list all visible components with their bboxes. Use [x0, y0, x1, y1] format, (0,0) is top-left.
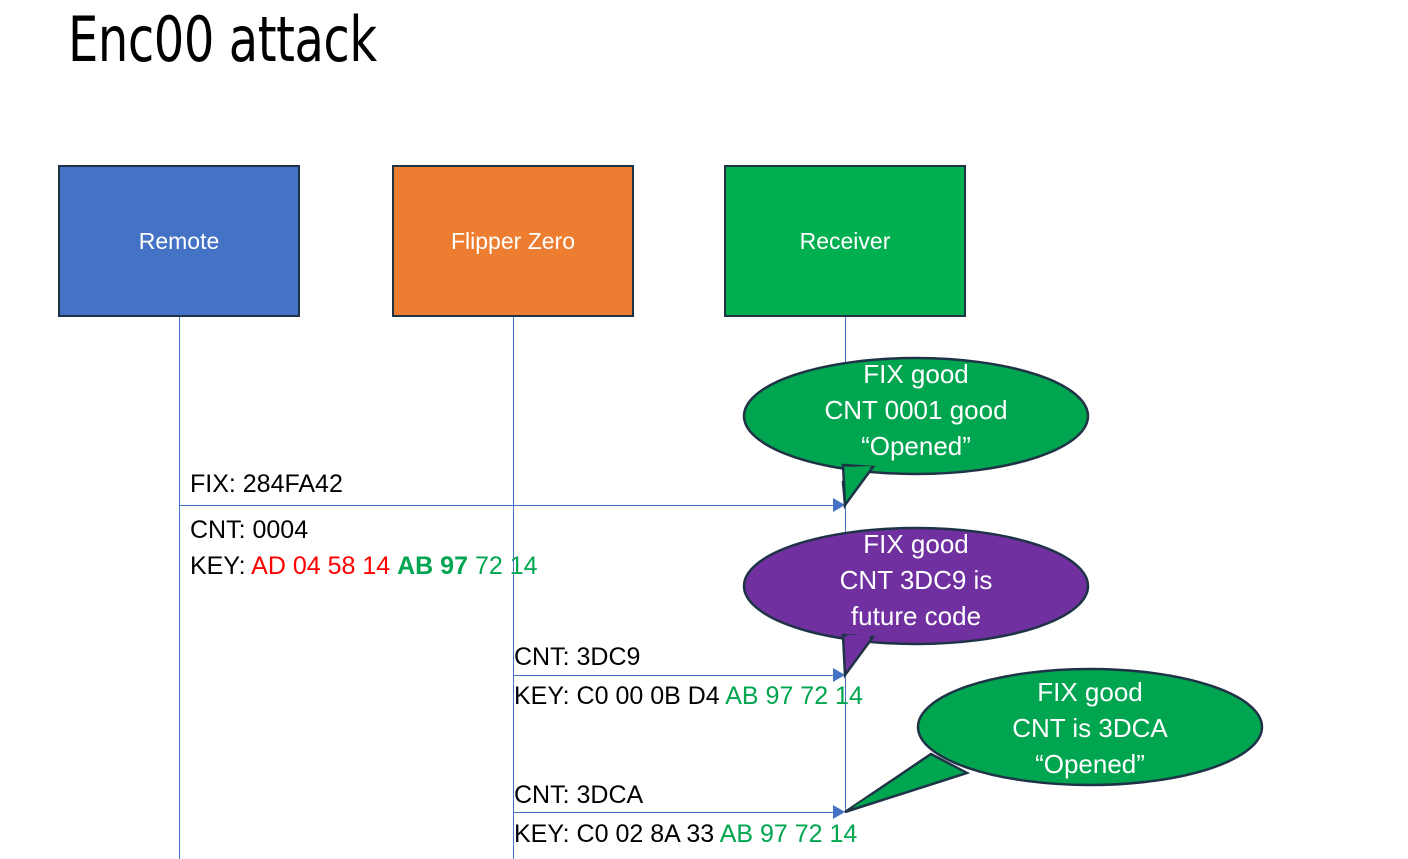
- note-flipper-key-1: KEY: C0 00 0B D4 AB 97 72 14: [514, 679, 863, 713]
- actor-box-remote[interactable]: Remote: [58, 165, 300, 317]
- callout-fix-good-3dca: FIX good CNT is 3DCA “Opened”: [844, 655, 1265, 815]
- note-flipper-key-1-prefix: KEY: C0 00 0B D4: [514, 682, 726, 710]
- note-remote-fix-text: FIX: 284FA42: [190, 470, 343, 498]
- note-remote-fix: FIX: 284FA42: [190, 467, 343, 501]
- note-flipper-cnt-2: CNT: 3DCA: [514, 778, 643, 812]
- note-flipper-cnt-2-text: CNT: 3DCA: [514, 781, 644, 809]
- note-remote-cnt-text: CNT: 0004: [190, 516, 309, 544]
- note-key-space-2: [468, 552, 475, 580]
- note-remote-key-prefix: KEY:: [190, 552, 252, 580]
- note-flipper-key-2: KEY: C0 02 8A 33 AB 97 72 14: [514, 817, 857, 851]
- note-flipper-key-2-green: AB 97 72 14: [719, 820, 858, 848]
- note-remote-key-red: AD 04 58 14: [251, 552, 391, 580]
- actor-label-flipper-zero: Flipper Zero: [451, 228, 575, 254]
- note-remote-key: KEY: AD 04 58 14 AB 97 72 14: [190, 549, 538, 583]
- note-flipper-key-2-prefix: KEY: C0 02 8A 33: [514, 820, 720, 848]
- callout-shape-2: [742, 526, 1090, 679]
- callout-fix-good-0001: FIX good CNT 0001 good “Opened”: [742, 345, 1090, 510]
- actor-box-receiver[interactable]: Receiver: [724, 165, 966, 317]
- message-arrowhead-flipper-to-receiver-2: [833, 805, 845, 819]
- message-arrow-flipper-to-receiver-1: [513, 675, 833, 676]
- note-flipper-cnt-1: CNT: 3DC9: [514, 640, 640, 674]
- actor-label-receiver: Receiver: [799, 228, 891, 254]
- note-remote-cnt: CNT: 0004: [190, 513, 308, 547]
- message-arrow-flipper-to-receiver-2: [513, 812, 833, 813]
- note-remote-key-green: 72 14: [474, 552, 538, 580]
- note-flipper-cnt-1-text: CNT: 3DC9: [514, 643, 641, 671]
- message-arrowhead-remote-to-receiver: [833, 498, 845, 512]
- actor-label-remote: Remote: [138, 228, 220, 254]
- callout-shape-1: [742, 356, 1090, 510]
- note-remote-key-green-bold: AB 97: [397, 552, 468, 580]
- lifeline-remote: [179, 317, 180, 859]
- message-arrowhead-flipper-to-receiver-1: [833, 668, 845, 682]
- callout-shape-3: [844, 667, 1264, 814]
- note-flipper-key-1-green: AB 97 72 14: [725, 682, 863, 710]
- message-arrow-remote-to-receiver: [179, 505, 833, 506]
- lifeline-flipper-zero: [513, 317, 514, 859]
- page-title: Enc00 attack: [68, 3, 377, 76]
- actor-box-flipper-zero[interactable]: Flipper Zero: [392, 165, 634, 317]
